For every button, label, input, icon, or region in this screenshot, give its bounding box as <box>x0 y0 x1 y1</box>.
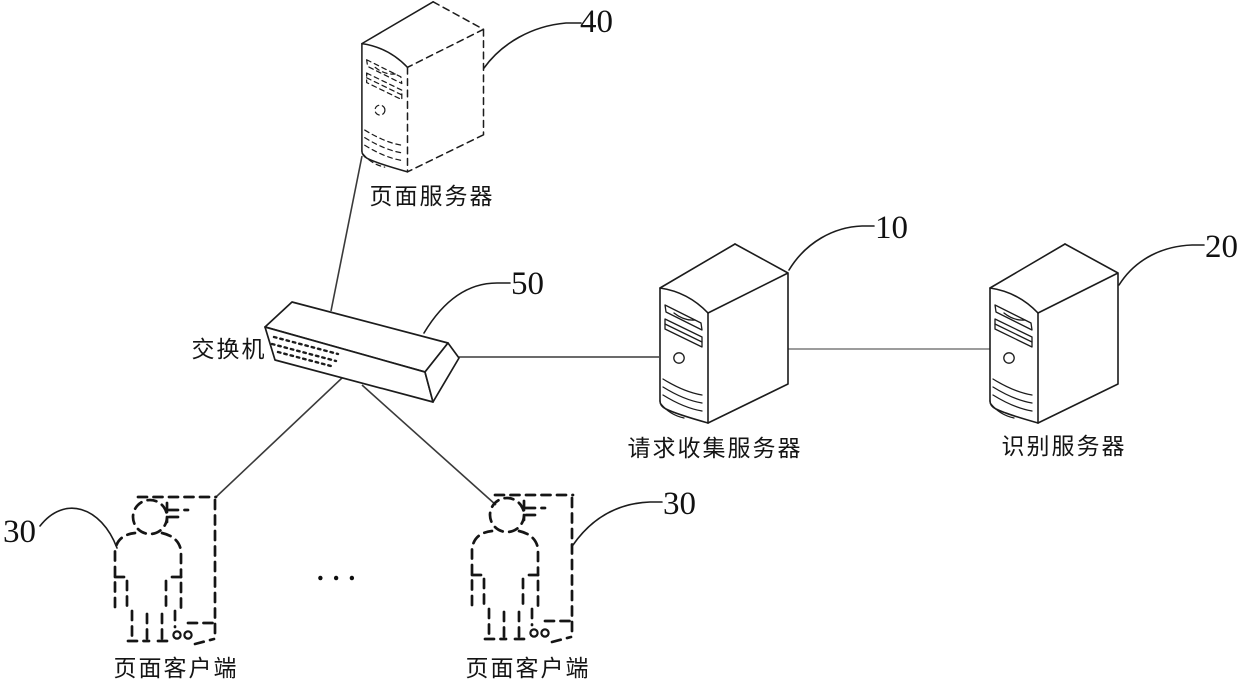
leader-10 <box>788 225 875 271</box>
ref-30-left: 30 <box>3 514 36 550</box>
switch-end-face <box>424 342 460 403</box>
page-server-graphic <box>361 1 485 173</box>
page-server-label: 页面服务器 <box>369 184 495 209</box>
ellipsis-more-clients: ... <box>317 556 365 586</box>
server-shapes <box>361 1 1119 424</box>
connection-switch-client-left <box>215 377 343 498</box>
leader-40 <box>483 22 582 69</box>
leader-20 <box>1118 244 1205 286</box>
ref-50: 50 <box>511 266 544 302</box>
leader-50 <box>423 282 511 334</box>
request-server-graphic <box>659 243 789 424</box>
connection-switch-client-right <box>361 384 497 506</box>
switch-graphic <box>264 301 460 403</box>
ref-10: 10 <box>875 210 908 246</box>
recognition-server-label: 识别服务器 <box>1001 434 1127 459</box>
leader-30-right <box>572 501 663 546</box>
ref-40: 40 <box>580 4 613 40</box>
switch-port-dots <box>270 335 340 368</box>
client-right-figure <box>470 493 575 644</box>
client-left-figure <box>113 495 218 646</box>
client-left-label: 页面客户端 <box>113 656 239 681</box>
client-right-label: 页面客户端 <box>465 656 591 681</box>
ref-leader-lines <box>39 22 1205 549</box>
connection-lines <box>215 155 990 506</box>
leader-30-left <box>39 507 118 549</box>
ref-20: 20 <box>1205 229 1238 265</box>
recognition-server-graphic <box>989 243 1119 424</box>
switch-label: 交换机 <box>191 337 267 362</box>
ref-30-right: 30 <box>663 486 696 522</box>
connection-pageserver-switch <box>330 155 363 312</box>
request-server-label: 请求收集服务器 <box>627 436 803 461</box>
